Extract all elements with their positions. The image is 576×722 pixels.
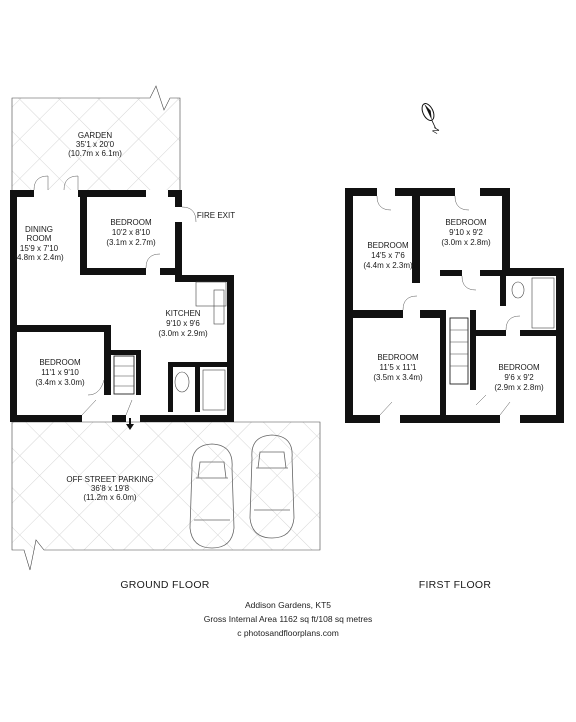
first-floor-plan: BEDROOM 14'5 x 7'6 (4.4m x 2.3m) BEDROOM… (345, 188, 564, 423)
bed-f4-name: BEDROOM (498, 363, 540, 372)
area-text: Gross Internal Area 1162 sq ft/108 sq me… (204, 614, 373, 624)
ground-floor-plan: GARDEN 35'1 x 20'0 (10.7m x 6.1m) OFF ST… (10, 85, 321, 571)
garden-imperial: 35'1 x 20'0 (76, 140, 115, 149)
bed-g-top-imperial: 10'2 x 8'10 (112, 228, 151, 237)
entrance-arrow-icon (126, 418, 134, 430)
garden-metric: (10.7m x 6.1m) (68, 149, 122, 158)
bathroom-fixtures (511, 277, 555, 329)
bed-g-low-name: BEDROOM (39, 358, 81, 367)
ground-floor-caption: GROUND FLOOR (120, 579, 209, 591)
car-outline (249, 434, 295, 539)
ground-floor-walls (10, 190, 234, 422)
bed-f2-imperial: 9'10 x 9'2 (449, 228, 483, 237)
credit-text: c photosandfloorplans.com (237, 628, 339, 638)
bed-f3-metric: (3.5m x 3.4m) (373, 373, 423, 382)
parking-metric: (11.2m x 6.0m) (83, 493, 137, 502)
bed-f1-name: BEDROOM (367, 241, 409, 250)
bed-f4-metric: (2.9m x 2.8m) (494, 383, 544, 392)
parking-name: OFF STREET PARKING (66, 475, 153, 484)
door-swings (376, 195, 521, 416)
address-text: Addison Gardens, KT5 (245, 600, 331, 610)
kitchen-name: KITCHEN (165, 309, 200, 318)
door-swings (33, 175, 197, 416)
bed-f3-imperial: 11'5 x 11'1 (379, 363, 417, 372)
first-floor-caption: FIRST FLOOR (419, 579, 492, 591)
garden-area: GARDEN 35'1 x 20'0 (10.7m x 6.1m) (11, 85, 181, 190)
bed-g-top-metric: (3.1m x 2.7m) (106, 238, 156, 247)
bed-f3-name: BEDROOM (377, 353, 419, 362)
dining-name-2: ROOM (27, 234, 52, 243)
fire-exit-label: FIRE EXIT (197, 211, 235, 220)
bed-g-top-name: BEDROOM (110, 218, 152, 227)
ground-floor-stairs (113, 355, 135, 395)
compass-needle-icon (421, 103, 436, 129)
parking-imperial: 36'8 x 19'8 (91, 484, 130, 493)
dining-imperial: 15'9 x 7'10 (20, 244, 59, 253)
compass: N (421, 103, 442, 136)
bed-f2-metric: (3.0m x 2.8m) (441, 238, 491, 247)
bed-g-low-imperial: 11'1 x 9'10 (41, 368, 79, 377)
garden-name: GARDEN (78, 131, 112, 140)
first-floor-walls (345, 188, 564, 423)
bed-f1-imperial: 14'5 x 7'6 (371, 251, 405, 260)
car-outline (189, 443, 235, 549)
bed-f4-imperial: 9'6 x 9'2 (504, 373, 534, 382)
parking-area: OFF STREET PARKING 36'8 x 19'8 (11.2m x … (11, 421, 321, 571)
kitchen-imperial: 9'10 x 9'6 (166, 319, 200, 328)
compass-north-label: N (431, 126, 442, 136)
first-floor-stairs (449, 317, 469, 385)
bed-g-low-metric: (3.4m x 3.0m) (35, 378, 85, 387)
kitchen-metric: (3.0m x 2.9m) (158, 329, 208, 338)
dining-metric: (4.8m x 2.4m) (14, 253, 64, 262)
bed-f2-name: BEDROOM (445, 218, 487, 227)
kitchen-fixtures (174, 281, 227, 411)
dining-name-1: DINING (25, 225, 53, 234)
bed-f1-metric: (4.4m x 2.3m) (363, 261, 413, 270)
